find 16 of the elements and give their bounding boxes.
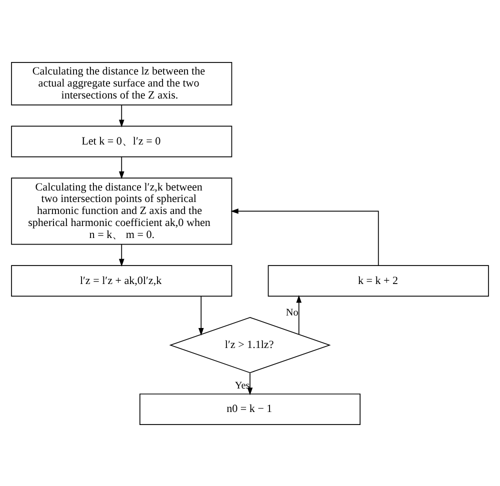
arrow xyxy=(230,208,379,266)
arrow xyxy=(118,156,124,179)
node-box: Calculating the distance lz between the actual aggregate surface and the two intersections of the Z axis. xyxy=(11,61,232,105)
node-box: k = k + 2 xyxy=(268,264,489,296)
node-box: l′z = l′z + ak,0l′z,k xyxy=(11,264,232,296)
arrow xyxy=(118,104,124,127)
arrow xyxy=(247,372,253,395)
node-box: Let k = 0、l′z = 0 xyxy=(11,125,232,157)
node-box: n0 = k − 1 xyxy=(139,393,361,425)
edge-label: Yes xyxy=(234,380,250,392)
arrow xyxy=(118,244,124,266)
arrow xyxy=(198,296,204,336)
node-box: Calculating the distance l′z,k between two intersection points of spherical harmonic function and Z axis and the spherical harmonic coefficient ak,0 when n = k、 m = 0. xyxy=(11,177,232,244)
node-diamond: l′z > 1.1lz? xyxy=(169,316,331,373)
edge-label: No xyxy=(286,306,298,318)
arrow xyxy=(296,294,302,334)
